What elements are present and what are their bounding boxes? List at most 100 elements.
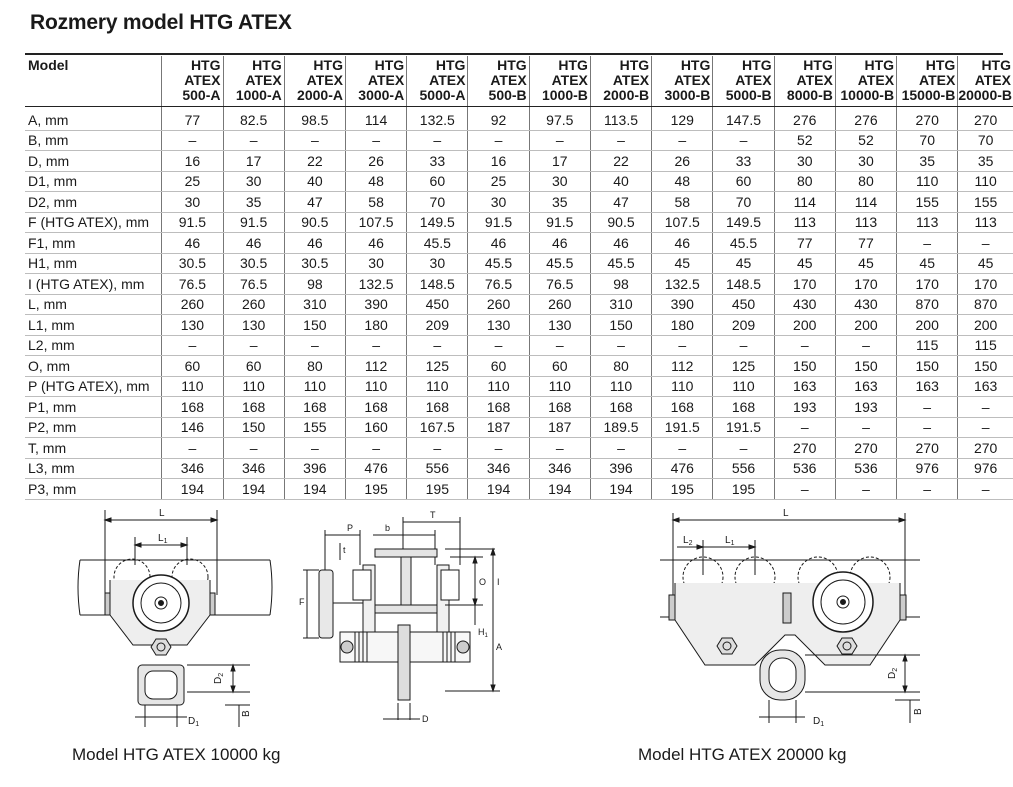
column-header-line: ATEX — [551, 72, 588, 88]
table-cell: 150 — [773, 355, 836, 377]
header-model-label: Model — [25, 56, 162, 107]
row-label: L, mm — [25, 294, 162, 315]
row-label: D2, mm — [25, 191, 162, 213]
table-cell: 90.5 — [589, 212, 652, 233]
table-cell: 132.5 — [406, 106, 468, 131]
table-cell: 194 — [222, 478, 285, 500]
row-label: P (HTG ATEX), mm — [25, 376, 162, 397]
table-cell: 260 — [161, 294, 223, 315]
column-header-line: HTG — [864, 57, 895, 73]
table-cell: 180 — [651, 314, 713, 336]
dim-label-B: B — [241, 710, 252, 717]
table-cell: – — [467, 335, 530, 356]
table-cell: 58 — [651, 191, 713, 213]
table-cell: 33 — [712, 150, 775, 172]
table-cell: 170 — [957, 273, 1013, 295]
table-cell: – — [406, 130, 468, 151]
table-cell: – — [773, 335, 836, 356]
table-cell: 187 — [467, 417, 530, 438]
table-cell: 45.5 — [589, 253, 652, 274]
table-cell: 70 — [896, 130, 958, 151]
dim-label-D2: D2 — [213, 673, 225, 684]
table-cell: – — [896, 478, 958, 500]
table-cell: – — [589, 437, 652, 459]
table-cell: 16 — [467, 150, 530, 172]
dim-label-I: I — [497, 577, 500, 587]
column-header-line: ATEX — [490, 72, 527, 88]
table-cell: 98 — [589, 273, 652, 295]
table-cell: 130 — [467, 314, 530, 336]
table-cell: 163 — [773, 376, 836, 397]
dim-label-D1: D1 — [813, 716, 824, 728]
table-cell: – — [773, 417, 836, 438]
row-label: L1, mm — [25, 314, 162, 336]
table-cell: – — [528, 437, 591, 459]
table-cell: 195 — [406, 478, 468, 500]
table-cell: – — [161, 130, 223, 151]
table-cell: 30 — [834, 150, 897, 172]
table-cell: 91.5 — [467, 212, 530, 233]
table-cell: 52 — [773, 130, 836, 151]
table-cell: 70 — [406, 191, 468, 213]
table-cell: 976 — [896, 458, 958, 479]
table-cell: 396 — [589, 458, 652, 479]
caption-10000kg: Model HTG ATEX 10000 kg — [72, 745, 281, 764]
table-cell: 180 — [344, 314, 407, 336]
table-cell: 168 — [712, 396, 775, 418]
row-label: F (HTG ATEX), mm — [25, 212, 162, 233]
table-cell: 168 — [406, 396, 468, 418]
table-cell: 194 — [161, 478, 223, 500]
column-header-line: HTG — [742, 57, 772, 73]
table-cell: 195 — [712, 478, 775, 500]
dim-label-L1: L1 — [158, 533, 168, 545]
table-cell: 168 — [283, 396, 346, 418]
table-cell: 150 — [834, 355, 897, 377]
dim-label-B: B — [913, 708, 924, 715]
table-cell: 60 — [222, 355, 285, 377]
table-cell: – — [896, 232, 958, 254]
table-cell: – — [344, 335, 407, 356]
table-cell: 80 — [834, 171, 897, 192]
table-cell: 168 — [528, 396, 591, 418]
table-cell: 60 — [161, 355, 223, 377]
row-label: D, mm — [25, 150, 162, 172]
row-label: A, mm — [25, 106, 162, 131]
table-cell: 114 — [773, 191, 836, 213]
column-header-line: ATEX — [674, 72, 711, 88]
dim-label-L2: L2 — [683, 535, 693, 547]
table-cell: 150 — [283, 314, 346, 336]
table-cell: 260 — [222, 294, 285, 315]
table-cell: 90.5 — [283, 212, 346, 233]
table-cell: 191.5 — [712, 417, 775, 438]
table-cell: – — [712, 335, 775, 356]
table-cell: 556 — [406, 458, 468, 479]
table-cell: 390 — [344, 294, 407, 315]
table-cell: 194 — [528, 478, 591, 500]
table-cell: 76.5 — [528, 273, 591, 295]
table-cell: – — [406, 335, 468, 356]
table-cell: 163 — [834, 376, 897, 397]
table-cell: 110 — [651, 376, 713, 397]
table-cell: 107.5 — [344, 212, 407, 233]
column-header-line: ATEX — [429, 72, 466, 88]
table-cell: 40 — [283, 171, 346, 192]
table-cell: 187 — [528, 417, 591, 438]
table-cell: 163 — [957, 376, 1013, 397]
table-cell: 110 — [344, 376, 407, 397]
table-cell: 209 — [712, 314, 775, 336]
table-cell: 976 — [957, 458, 1013, 479]
table-cell: 168 — [222, 396, 285, 418]
table-cell: 270 — [957, 437, 1013, 459]
table-cell: – — [467, 130, 530, 151]
table-cell: – — [222, 437, 285, 459]
column-header-line: ATEX — [796, 72, 833, 88]
table-cell: 97.5 — [528, 106, 591, 131]
table-cell: 45 — [957, 253, 1013, 274]
